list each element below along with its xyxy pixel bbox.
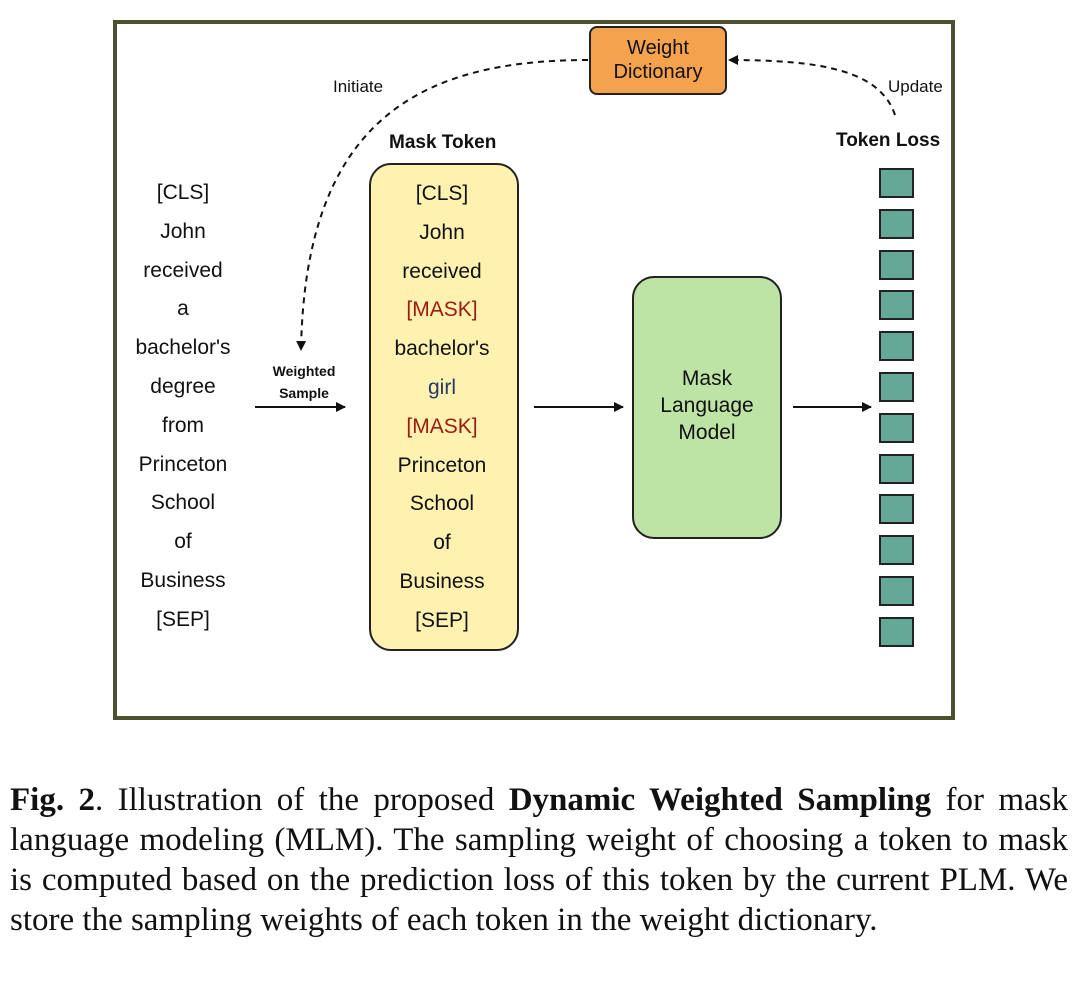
- masked-sequence-token: girl: [427, 376, 456, 399]
- update-label: Update: [888, 77, 943, 96]
- weighted-sample-label: Weighted Sample: [272, 363, 336, 401]
- masked-sequence-token: [CLS]: [415, 182, 469, 205]
- masked-sequence-token: [SEP]: [415, 608, 469, 632]
- token-loss-cell: [879, 494, 914, 525]
- input-token: School: [150, 491, 216, 515]
- token-loss-cell: [879, 249, 914, 280]
- token-loss-cell: [879, 290, 914, 321]
- masked-sequence-token: Princeton: [397, 453, 487, 477]
- input-token: bachelor's: [135, 336, 231, 360]
- masked-sequence-token: John: [419, 220, 465, 244]
- weight-dictionary-label: Weight Dictionary: [613, 37, 703, 83]
- token-loss-cell: [879, 616, 914, 647]
- mask-token-box: [369, 163, 519, 651]
- initiate-dashed-arrow: [296, 59, 589, 351]
- mask-placeholder-token: [MASK]: [406, 414, 478, 438]
- input-token: Princeton: [138, 452, 228, 476]
- masked-token-column: [CLS] John received [MASK] bachelor's girl [MA…: [372, 179, 512, 639]
- input-token: a: [177, 297, 189, 321]
- masked-sequence-token: received: [402, 259, 482, 283]
- figure-frame: [113, 20, 955, 720]
- input-token: [SEP]: [156, 607, 210, 631]
- input-token: [CLS]: [156, 181, 210, 204]
- mask-placeholder-token: [MASK]: [406, 298, 478, 322]
- input-token: Business: [140, 569, 226, 592]
- token-loss-cell: [879, 453, 914, 484]
- caption-text-2: for mask language modeling (MLM). The sa…: [10, 782, 1069, 938]
- mask-language-model-box: [632, 276, 782, 539]
- input-token: John: [160, 219, 206, 243]
- token-loss-title: Token Loss: [836, 130, 941, 151]
- masked-sequence-token: of: [433, 531, 451, 555]
- input-token: of: [174, 530, 192, 554]
- masked-sequence-token: Business: [399, 570, 485, 593]
- token-loss-cell: [879, 372, 914, 402]
- caption-text-1: . Illustration of the proposed: [94, 782, 509, 818]
- token-loss-cell: [879, 168, 914, 198]
- token-loss-cell: [879, 208, 914, 239]
- caption-bold-term: Dynamic Weighted Sampling: [508, 782, 932, 818]
- token-loss-cell: [879, 535, 914, 566]
- masked-sequence-token: School: [409, 492, 475, 516]
- input-token: from: [162, 413, 204, 437]
- figure-caption: Fig. 2. Illustration of the proposed Dyn…: [10, 780, 1068, 940]
- arrows-layer: [255, 55, 896, 412]
- token-loss-cell: [879, 331, 914, 362]
- weight-dictionary-box: [589, 26, 727, 95]
- input-token: received: [143, 258, 223, 282]
- masked-sequence-token: bachelor's: [394, 337, 490, 361]
- mask-token-title: Mask Token: [389, 132, 497, 153]
- input-token: degree: [150, 375, 216, 398]
- mask-language-model-label: Mask Language Model: [660, 367, 754, 444]
- token-loss-cell: [879, 412, 914, 443]
- token-loss-cell: [879, 576, 914, 606]
- update-dashed-arrow: [728, 55, 896, 116]
- caption-fig-label: Fig. 2: [10, 782, 95, 818]
- initiate-label: Initiate: [333, 77, 384, 96]
